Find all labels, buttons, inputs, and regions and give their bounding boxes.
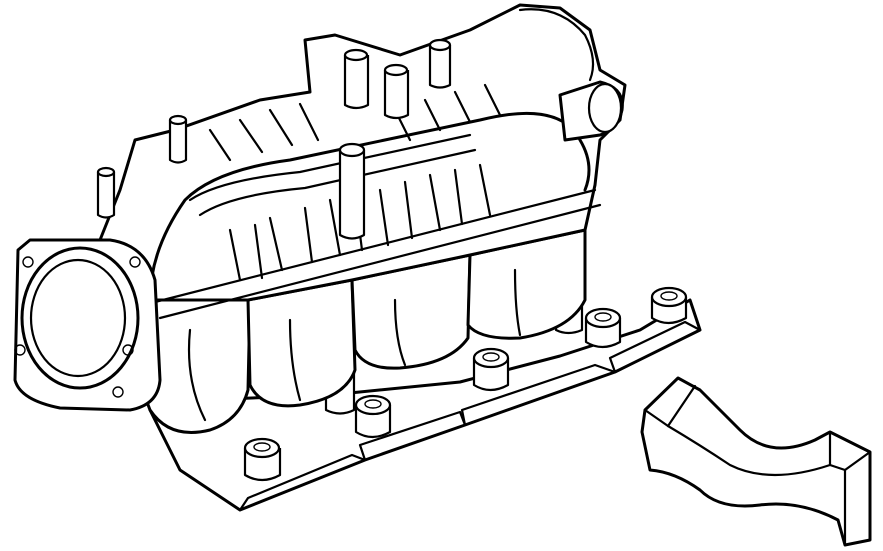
rear-outlet (518, 8, 624, 142)
bolt-bosses (243, 286, 688, 482)
manifold-cover (640, 376, 872, 547)
bolt-boss-4 (584, 307, 622, 349)
runners (135, 228, 587, 434)
top-ribs (208, 83, 502, 282)
bolt-boss-1 (243, 437, 282, 482)
bolt-boss-5 (650, 286, 688, 325)
bolt-boss-3 (472, 347, 510, 392)
top-pipes (96, 38, 452, 240)
bolt-boss-2 (354, 394, 392, 439)
throttle-flange (13, 238, 162, 412)
